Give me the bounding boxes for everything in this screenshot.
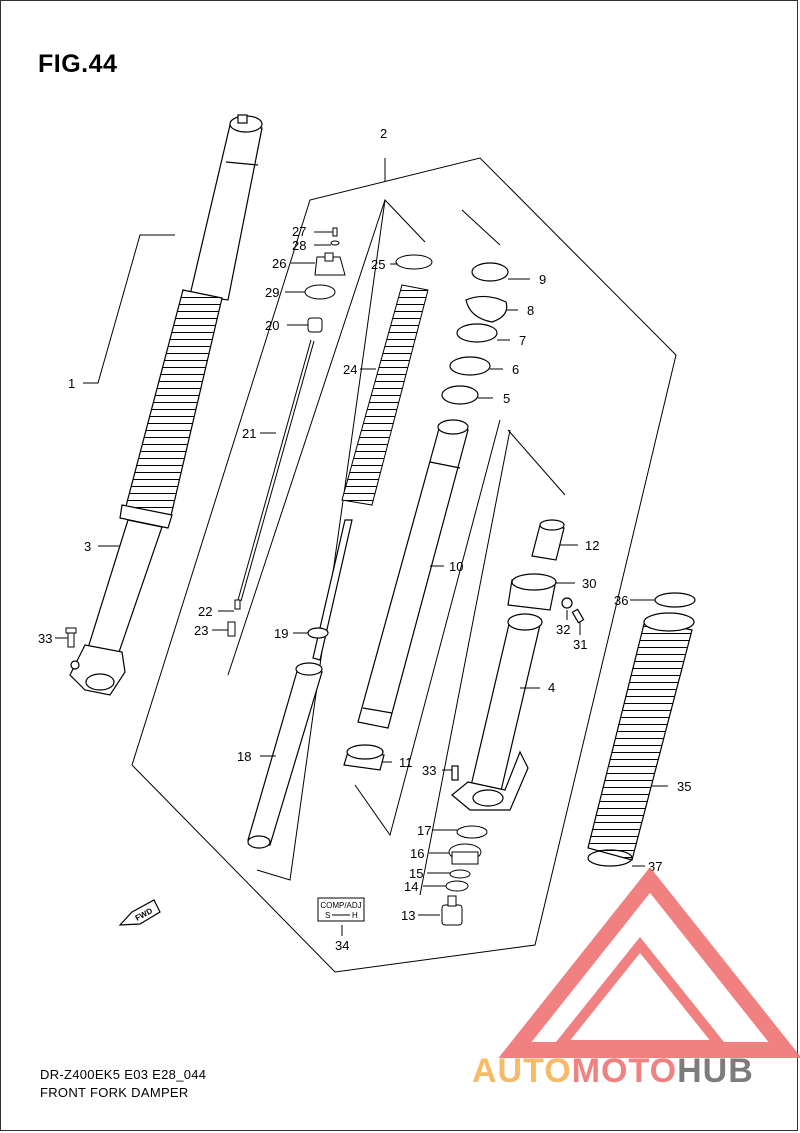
fwd-arrow: FWD	[118, 899, 161, 926]
adjuster-label-soft: S	[325, 911, 330, 920]
part-21: 21	[242, 426, 256, 441]
sub-group-lines	[227, 199, 566, 896]
adjuster-label-hard: H	[352, 911, 358, 920]
figure-title: FIG.44	[38, 50, 118, 78]
part-6: 6	[512, 362, 519, 377]
leader-lines	[55, 231, 668, 916]
outer-tube-4	[451, 519, 585, 811]
part-2: 2	[380, 126, 387, 141]
part-29: 29	[265, 285, 279, 300]
part-numbers: 1 2 3 4 5 6 7 8 9 10 11 12 13 14 15 16 1…	[38, 126, 691, 953]
part-16: 16	[410, 846, 424, 861]
part-31: 31	[573, 637, 587, 652]
fork-assembly-left	[69, 114, 263, 696]
part-4: 4	[548, 680, 555, 695]
part-12: 12	[585, 538, 599, 553]
part-25: 25	[371, 257, 385, 272]
part-1: 1	[68, 376, 75, 391]
part-7: 7	[519, 333, 526, 348]
part-15: 15	[409, 866, 423, 881]
inner-tube-10	[343, 262, 509, 771]
part-11: 11	[399, 755, 413, 770]
part-35: 35	[677, 779, 691, 794]
part-3: 3	[84, 539, 91, 554]
adjuster-label-box: COMP/ADJ S H	[317, 897, 365, 936]
part-18: 18	[237, 749, 251, 764]
part-30: 30	[582, 576, 596, 591]
svg-text:AUTOMOTOHUB: AUTOMOTOHUB	[472, 1052, 754, 1090]
part-28: 28	[292, 238, 306, 253]
watermark-text-moto: MOTO	[572, 1052, 677, 1090]
part-34: 34	[335, 938, 349, 953]
model-code: DR-Z400EK5 E03 E28_044	[40, 1067, 207, 1082]
part-17: 17	[417, 823, 431, 838]
rod-parts	[227, 227, 346, 637]
part-9: 9	[539, 272, 546, 287]
part-26: 26	[272, 256, 286, 271]
part-33-left: 33	[38, 631, 52, 646]
group-outline	[131, 157, 677, 973]
part-23: 23	[194, 623, 208, 638]
part-8: 8	[527, 303, 534, 318]
part-33-right: 33	[422, 763, 436, 778]
part-20: 20	[265, 318, 279, 333]
part-19: 19	[274, 626, 288, 641]
adjuster-stack	[441, 825, 488, 926]
bolt-33-left	[65, 627, 77, 648]
spring-24	[341, 254, 433, 506]
part-5: 5	[503, 391, 510, 406]
adjuster-label-comp: COMP/ADJ	[320, 901, 361, 910]
watermark-logo: AUTOMOTOHUB	[472, 867, 800, 1090]
part-24: 24	[343, 362, 357, 377]
watermark-text-hub: HUB	[677, 1052, 754, 1090]
part-32: 32	[556, 622, 570, 637]
watermark-text-auto: AUTO	[472, 1052, 572, 1090]
boot-35	[587, 592, 696, 867]
part-10: 10	[449, 559, 463, 574]
part-13: 13	[401, 908, 415, 923]
part-14: 14	[404, 879, 418, 894]
part-36: 36	[614, 593, 628, 608]
damper-rod	[247, 519, 353, 849]
figure-name: FRONT FORK DAMPER	[40, 1085, 189, 1100]
part-27: 27	[292, 224, 306, 239]
part-22: 22	[198, 604, 212, 619]
